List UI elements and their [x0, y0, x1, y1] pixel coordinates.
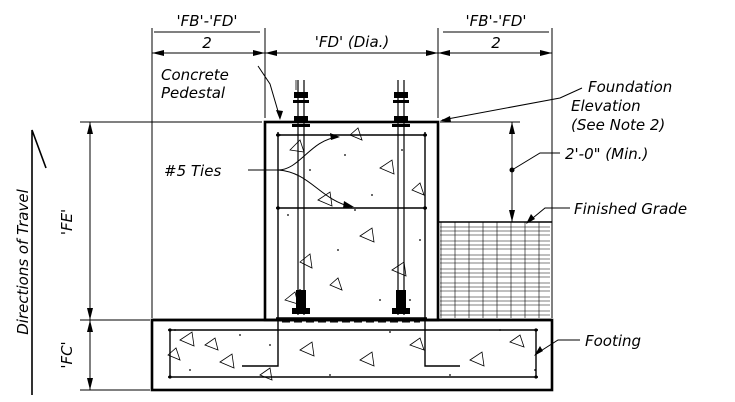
finished-grade-label: Finished Grade [574, 200, 687, 218]
foundation-elevation-label-line3: (See Note 2) [571, 116, 665, 134]
ties-leaders [248, 133, 354, 208]
aggregate-texture [167, 127, 525, 381]
fe-dimension-label: 'FE' [58, 209, 76, 235]
fb-fd-left-denominator: 2 [202, 34, 212, 52]
fb-fd-right-numerator: 'FB'-'FD' [465, 12, 526, 30]
min-depth-label: 2'-0" (Min.) [565, 145, 648, 163]
footing-label: Footing [585, 332, 641, 350]
concrete-pedestal-leader [257, 65, 281, 119]
concrete-pedestal [263, 120, 440, 322]
ties-label: #5 Ties [164, 162, 221, 180]
directions-of-travel-arrow [31, 129, 47, 395]
fc-dimension-label: 'FC' [58, 341, 76, 368]
pedestal-rebar [242, 132, 460, 367]
fb-fd-left-numerator: 'FB'-'FD' [176, 12, 237, 30]
min-depth-dimension [440, 121, 560, 222]
fd-dia-label: 'FD' (Dia.) [315, 33, 390, 51]
footing-leader [535, 339, 580, 355]
fb-fd-right-denominator: 2 [491, 34, 501, 52]
foundation-elevation-label-line1: Foundation [588, 78, 672, 96]
foundation-elevation-leader [441, 87, 583, 121]
top-dimensions [151, 28, 553, 318]
concrete-pedestal-label-line2: Pedestal [161, 84, 226, 102]
concrete-pedestal-label-line1: Concrete [161, 66, 229, 84]
finished-grade-leader [527, 207, 570, 223]
soil-hatch [440, 222, 550, 318]
foundation-elevation-label-line2: Elevation [571, 97, 641, 115]
directions-of-travel-label: Directions of Travel [14, 188, 32, 334]
anchor-bolt-right [392, 80, 410, 315]
footing-rebar [168, 328, 538, 379]
anchor-bolt-left [292, 80, 310, 315]
left-dimensions [80, 121, 262, 391]
